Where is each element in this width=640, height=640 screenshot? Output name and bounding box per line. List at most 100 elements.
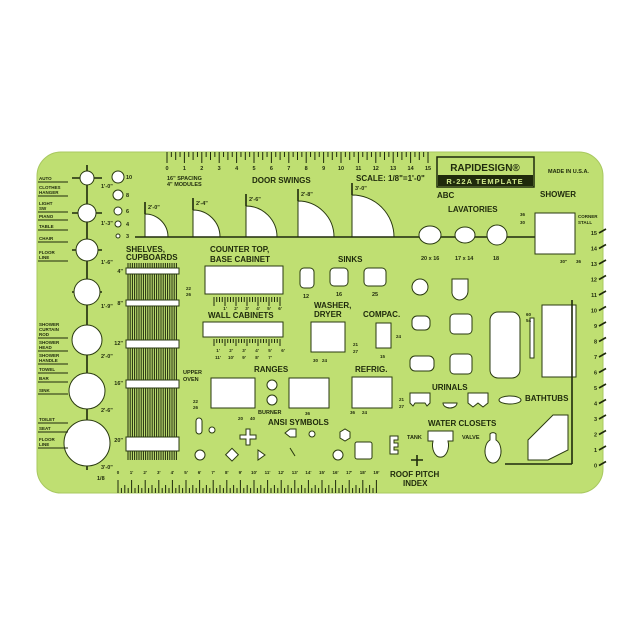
ruler-number: 9' — [242, 355, 246, 360]
circle-cutout — [75, 238, 99, 262]
compactor-cutout — [375, 322, 392, 349]
ruler-number: 10 — [591, 309, 597, 315]
ruler-number: 2' — [229, 348, 233, 353]
circle-cutout — [79, 170, 95, 186]
counter-ruler: 1'2'3'4'5'6' — [213, 297, 282, 311]
ansi-symbols-title: ANSI SYMBOLS — [268, 418, 330, 427]
ruler-number: 11 — [355, 166, 361, 172]
shelf-depth: 20" — [114, 438, 123, 444]
urinal — [442, 402, 458, 409]
ruler-number: 1' — [130, 470, 134, 475]
shelf-slot — [125, 299, 180, 307]
ruler-number: 11 — [591, 293, 597, 299]
brand-name: RAPIDESIGN® — [450, 163, 520, 174]
roof-pitch-label: ROOF PITCH — [390, 470, 440, 479]
ruler-number: 13 — [591, 262, 597, 268]
shower-dim: 36 — [520, 212, 526, 217]
ruler-tick — [598, 398, 607, 405]
kitchen-sink — [449, 313, 473, 335]
washer-dim: 30 — [313, 358, 319, 363]
burner-cutout — [266, 394, 278, 406]
water-closet-valve — [484, 432, 502, 464]
lavatory-size: 18 — [493, 256, 499, 262]
washer-dim: 21 — [353, 342, 359, 347]
shelf-depth: 12" — [114, 341, 123, 347]
range-dim: 22 — [193, 399, 199, 404]
speaker-icon — [284, 428, 297, 438]
diamond-icon — [224, 447, 240, 462]
refrig-cutout — [351, 376, 393, 409]
urinals-title: URINALS — [432, 383, 468, 392]
left-label: CHAIR — [39, 236, 54, 241]
ruler-tick — [598, 367, 607, 374]
sink-16 — [329, 267, 349, 287]
range-cutout — [210, 377, 256, 409]
dryer-title: DRYER — [314, 310, 342, 319]
ruler-number: 7 — [594, 355, 597, 361]
shelf-depth: 8" — [117, 301, 123, 307]
refrig-dim: 36 — [350, 410, 356, 415]
door-size: 3'-0" — [355, 186, 367, 192]
ruler-number: 5' — [267, 306, 271, 311]
kitchen-sink — [449, 353, 473, 375]
shelf-depth: 16" — [114, 381, 123, 387]
stall-label: STALL — [578, 220, 592, 225]
ruler-number: 5 — [252, 166, 255, 172]
ruler-number: 8' — [255, 355, 259, 360]
circle-size: 1'-6" — [101, 260, 113, 266]
wall-cabinet-cutout — [202, 321, 284, 338]
small-circle-size: 8 — [126, 193, 129, 199]
ruler-tick — [598, 429, 607, 436]
left-label: TOILET — [39, 417, 55, 422]
shelf-depth: 4" — [117, 269, 123, 275]
bathtub-dim: 54 — [526, 318, 532, 323]
circle-size: 3'-0" — [101, 465, 113, 471]
ruler-number: 3 — [594, 417, 597, 423]
circle-cutout — [68, 372, 106, 410]
small-circle-cutout — [115, 233, 121, 239]
ruler-number: 4' — [255, 348, 259, 353]
ruler-number: 8 — [594, 340, 597, 346]
ruler-number: 6' — [278, 306, 282, 311]
ruler-number: 3' — [242, 348, 246, 353]
ruler-number: 14 — [408, 166, 415, 172]
ruler-number: 17' — [346, 470, 352, 475]
ruler-number: 2 — [594, 433, 597, 439]
small-circle-size: 4 — [126, 222, 130, 228]
small-circle-cutout — [114, 220, 122, 228]
door-swing-cutout — [144, 213, 169, 238]
ruler-number: 15' — [319, 470, 325, 475]
left-label: PIANO — [39, 214, 54, 219]
ruler-number: 6 — [594, 371, 597, 377]
circle-cutout — [77, 203, 97, 223]
circle-cutout — [73, 278, 101, 306]
ruler-number: 4' — [256, 306, 260, 311]
ranges-title: RANGES — [254, 365, 289, 374]
ruler-number: 18' — [360, 470, 366, 475]
small-circle-size: 3 — [126, 234, 129, 240]
small-circle-cutout — [111, 170, 125, 184]
bathtub — [489, 311, 521, 379]
ruler-number: 13' — [292, 470, 298, 475]
shelf-slot — [125, 339, 180, 349]
lavatory-b — [454, 226, 476, 244]
small-circle-size: 6 — [126, 209, 129, 215]
ruler-tick — [598, 445, 607, 451]
ruler-number: 10' — [228, 355, 234, 360]
ruler-number: 4 — [594, 402, 598, 408]
ruler-number: 5' — [268, 348, 272, 353]
wall-cabinets-title: WALL CABINETS — [208, 311, 274, 320]
ruler-number: 9 — [322, 166, 325, 172]
ruler-number: 9' — [239, 470, 243, 475]
counter-cutout — [204, 265, 284, 295]
square-icon — [354, 441, 373, 460]
refrig-dim: 24 — [362, 410, 368, 415]
ruler-tick — [598, 305, 607, 312]
ruler-number: 11' — [265, 470, 271, 475]
circle-size: 2'-6" — [101, 408, 113, 414]
valve-label: VALVE — [462, 435, 480, 441]
